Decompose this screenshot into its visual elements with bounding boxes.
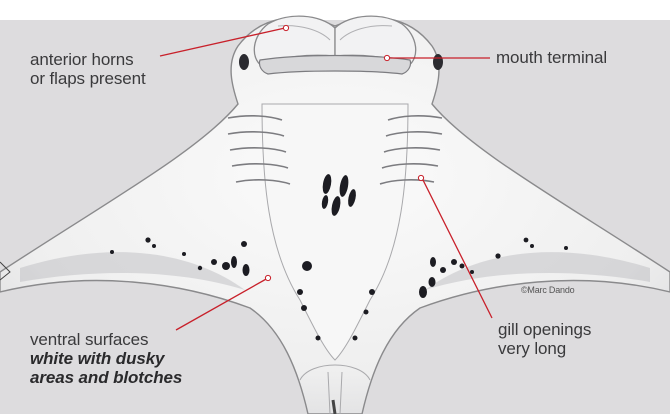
label-anterior-horns-line2: or flaps present (30, 69, 146, 88)
label-gill-line2: very long (498, 339, 591, 358)
label-ventral-line2: white with dusky (30, 349, 182, 368)
label-gill-line1: gill openings (498, 320, 591, 339)
label-ventral-surfaces: ventral surfaces white with dusky areas … (30, 330, 182, 387)
label-anterior-horns-line1: anterior horns (30, 50, 146, 69)
label-ventral-line3: areas and blotches (30, 368, 182, 387)
label-mouth-terminal: mouth terminal (496, 48, 607, 67)
right-eye (433, 54, 443, 70)
label-ventral-line1: ventral surfaces (30, 330, 182, 349)
left-eye (239, 54, 249, 70)
tail (333, 400, 335, 414)
label-anterior-horns: anterior horns or flaps present (30, 50, 146, 88)
image-credit: ©Marc Dando (521, 285, 574, 295)
label-gill-openings: gill openings very long (498, 320, 591, 358)
